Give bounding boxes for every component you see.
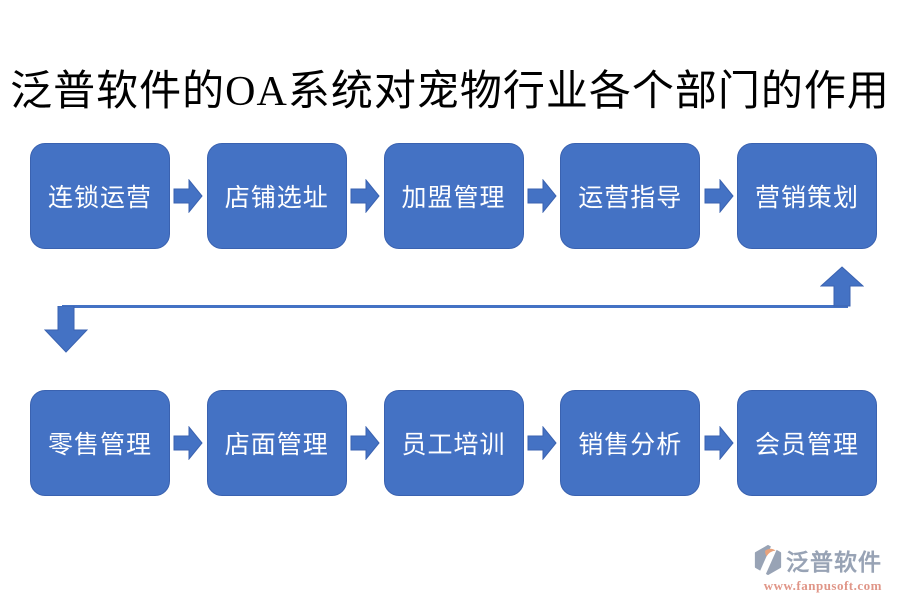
flow-box: 加盟管理 [383,143,524,249]
arrow-up-icon [820,266,864,307]
logo-brand-text: 泛普软件 [786,549,882,575]
arrow-right-icon [527,179,557,213]
arrow-right-icon [350,179,380,213]
flow-box: 店铺选址 [206,143,347,249]
fanpu-logo-icon [754,545,782,575]
flow-box: 销售分析 [560,390,701,496]
logo-url-text: www.fanpusoft.com [763,578,882,593]
arrow-right-icon [350,426,380,460]
fanpu-watermark: 泛普软件 www.fanpusoft.com [732,543,882,594]
connector-line [62,305,848,308]
arrow-right-icon [173,426,204,460]
flow-box: 运营指导 [560,143,701,249]
flow-box: 零售管理 [30,390,170,496]
flow-box: 会员管理 [737,390,877,496]
flow-box: 员工培训 [383,390,524,496]
arrow-right-icon [704,426,734,460]
flow-box: 营销策划 [737,143,877,249]
arrow-down-icon [44,306,88,353]
arrow-right-icon [173,179,204,213]
flow-row-2: 零售管理 店面管理 员工培训 销售分析 会员管理 [30,390,877,496]
flow-box: 店面管理 [206,390,347,496]
arrow-right-icon [704,179,734,213]
arrow-right-icon [527,426,557,460]
page-title: 泛普软件的OA系统对宠物行业各个部门的作用 [10,69,890,115]
flow-row-1: 连锁运营 店铺选址 加盟管理 运营指导 营销策划 [30,143,877,249]
flow-box: 连锁运营 [30,143,170,249]
